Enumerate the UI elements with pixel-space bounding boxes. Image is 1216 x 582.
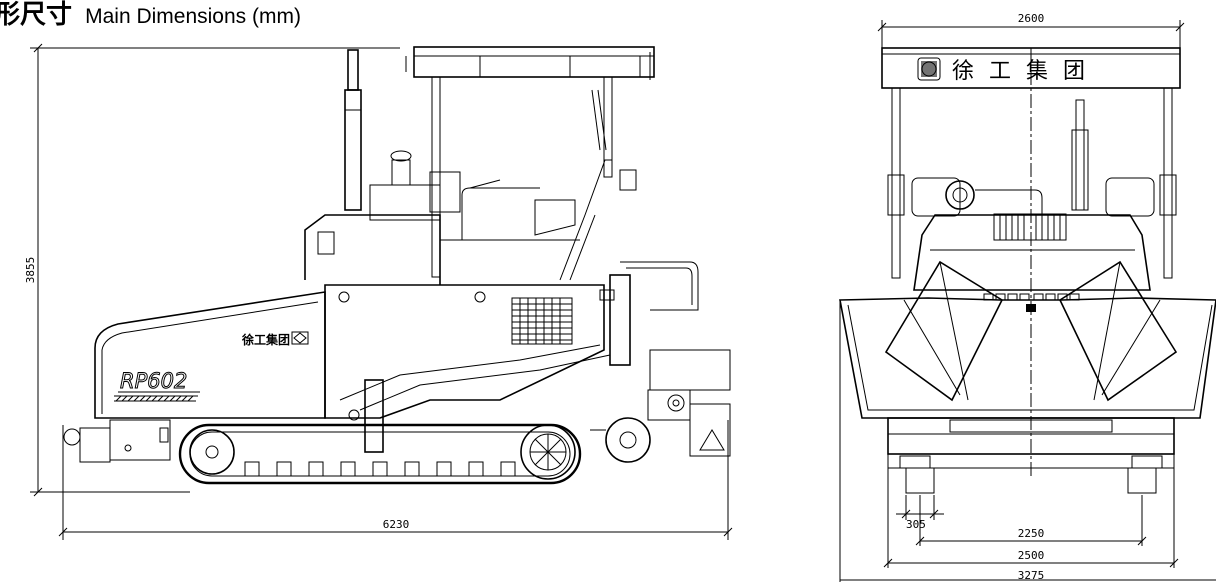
canopy bbox=[405, 46, 655, 278]
body-brand-label: 徐工集团 bbox=[241, 332, 290, 347]
canopy-brand-label: 徐 工 集 团 bbox=[952, 59, 1089, 84]
width-2250-label: 2250 bbox=[1018, 527, 1045, 540]
track-width-label: 305 bbox=[906, 518, 926, 531]
width-3275-label: 3275 bbox=[1018, 569, 1045, 582]
model-label: RP602 bbox=[120, 369, 187, 393]
front-hopper bbox=[839, 260, 1216, 419]
exhaust-pipe bbox=[344, 49, 362, 211]
width-top-label: 2600 bbox=[1018, 12, 1045, 25]
front-body bbox=[911, 177, 1155, 291]
page-title: 形尺寸 Main Dimensions (mm) bbox=[0, 0, 301, 31]
main-body bbox=[304, 150, 637, 419]
side-view: 3855 6230 bbox=[24, 43, 733, 540]
length-dimension: 6230 bbox=[58, 420, 733, 540]
front-frame bbox=[887, 417, 1175, 494]
front-view: 2600 徐 工 集 团 bbox=[839, 12, 1216, 582]
width-top-dimension: 2600 bbox=[877, 12, 1185, 52]
screed-unit bbox=[609, 261, 731, 457]
crawler-track bbox=[178, 379, 651, 485]
width-2500-label: 2500 bbox=[1018, 549, 1045, 562]
bottom-dimensions: 305 2250 2500 3275 bbox=[839, 300, 1216, 582]
height-dimension: 3855 bbox=[24, 43, 400, 497]
height-dim-label: 3855 bbox=[24, 257, 37, 284]
hopper: RP602 徐工集团 bbox=[94, 291, 326, 419]
title-english: Main Dimensions (mm) bbox=[85, 5, 301, 28]
length-dim-label: 6230 bbox=[383, 518, 410, 531]
title-chinese: 形尺寸 bbox=[0, 0, 73, 30]
push-roller bbox=[63, 419, 171, 463]
